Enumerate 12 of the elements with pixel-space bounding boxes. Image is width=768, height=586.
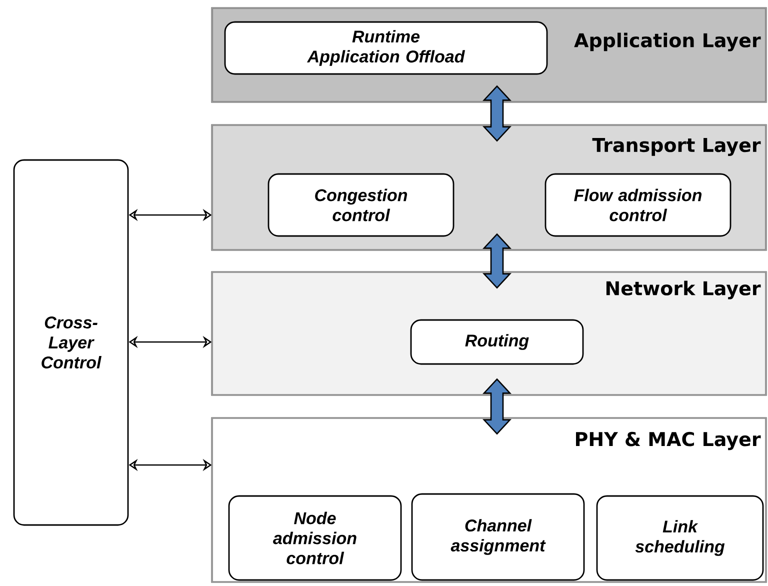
- function-box: Runtime Application Offload: [224, 21, 548, 75]
- layer-title: Transport Layer: [592, 138, 761, 156]
- function-box: Routing: [410, 319, 584, 365]
- layer-title: Network Layer: [606, 280, 761, 300]
- function-box: Congestion control: [268, 173, 454, 237]
- function-box: Node admission control: [228, 495, 402, 581]
- function-box: Link scheduling: [596, 495, 764, 581]
- function-box: Flow admission control: [544, 173, 732, 237]
- layer-title: PHY & MAC Layer: [576, 432, 761, 450]
- layer-title: Application Layer: [574, 32, 761, 52]
- function-box: Channel assignment: [411, 493, 585, 581]
- control-box: Cross-Layer Control: [13, 159, 129, 526]
